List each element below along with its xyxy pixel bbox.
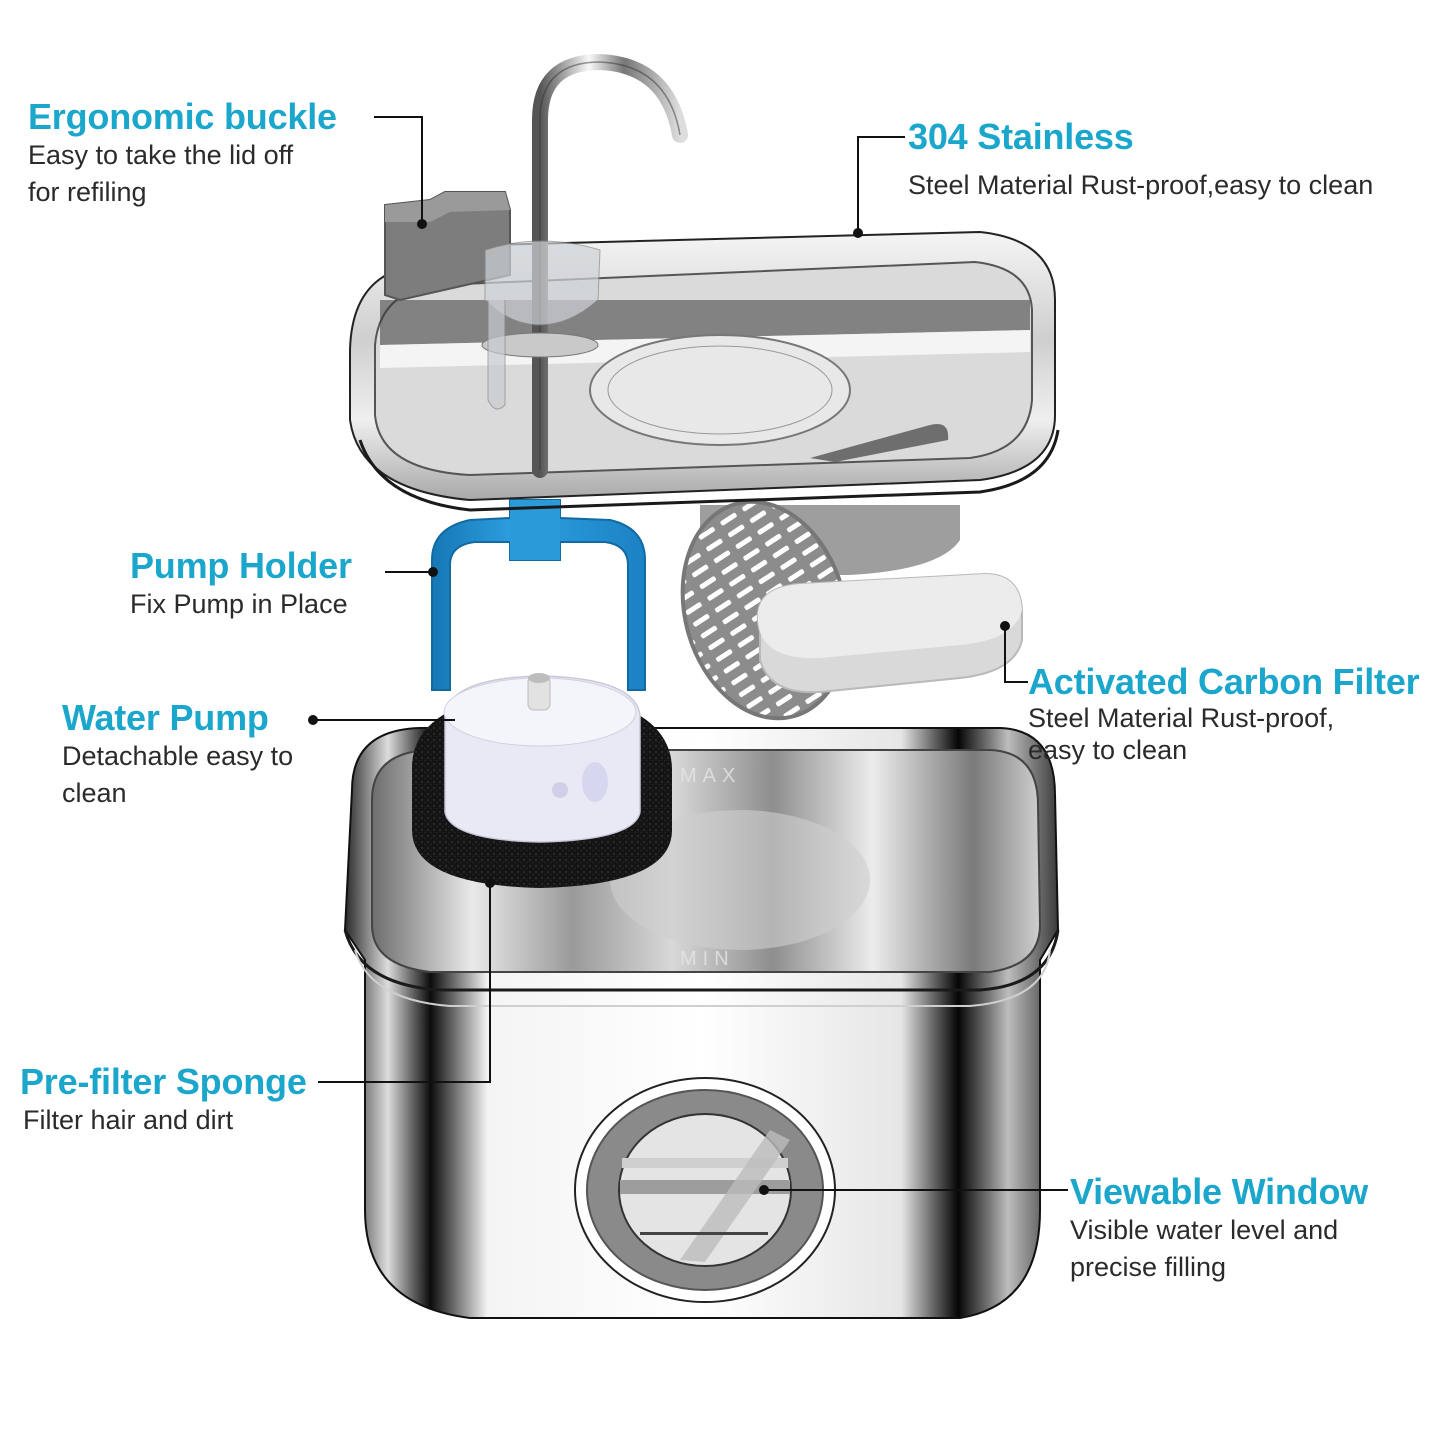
carbon-filter-graphic: [680, 499, 1023, 721]
viewable-window-graphic: [574, 1077, 836, 1303]
min-mark: MIN: [680, 948, 735, 970]
pump-holder-graphic: [431, 499, 646, 691]
leader-ergonomic-buckle: [374, 116, 423, 224]
callout-title: Ergonomic buckle: [28, 96, 337, 137]
leader-lines: [313, 116, 1068, 1191]
callout-title: Pump Holder: [130, 545, 352, 586]
leader-dots: [308, 219, 1010, 1195]
callout-description: Steel Material Rust-proof,easy to clean: [908, 170, 1374, 200]
callout-description: Steel Material Rust-proof, easy to clean: [1028, 703, 1335, 765]
callout-title: Pre-filter Sponge: [20, 1061, 307, 1102]
callout-water-pump: Water Pump Detachable easy to clean: [62, 698, 293, 812]
callout-carbon-filter: Activated Carbon Filter Steel Material R…: [1028, 661, 1420, 766]
callout-description: Detachable easy to clean: [62, 741, 294, 808]
max-mark: MAX: [680, 765, 741, 787]
callout-title: Water Pump: [62, 697, 269, 738]
callout-pump-holder: Pump Holder Fix Pump in Place: [130, 546, 352, 623]
upper-tray: [349, 53, 1060, 512]
callout-viewable-window: Viewable Window Visible water level and …: [1070, 1172, 1368, 1286]
leader-prefilter-sponge: [318, 883, 491, 1083]
leader-stainless: [857, 136, 905, 233]
callout-description: Filter hair and dirt: [23, 1105, 234, 1135]
callout-description: Fix Pump in Place: [130, 589, 348, 619]
leader-carbon-filter: [1004, 626, 1028, 683]
callout-description: Visible water level and precise filling: [1070, 1215, 1339, 1282]
callout-stainless: 304 Stainless Steel Material Rust-proof,…: [908, 117, 1373, 204]
callout-ergonomic-buckle: Ergonomic buckle Easy to take the lid of…: [28, 97, 337, 211]
callout-title: 304 Stainless: [908, 116, 1134, 157]
callout-prefilter-sponge: Pre-filter Sponge Filter hair and dirt: [20, 1062, 307, 1139]
callout-title: Viewable Window: [1070, 1171, 1369, 1212]
callout-description: Easy to take the lid off for refiling: [28, 140, 294, 207]
water-pump-graphic: [411, 673, 672, 888]
callout-title: Activated Carbon Filter: [1028, 661, 1420, 702]
